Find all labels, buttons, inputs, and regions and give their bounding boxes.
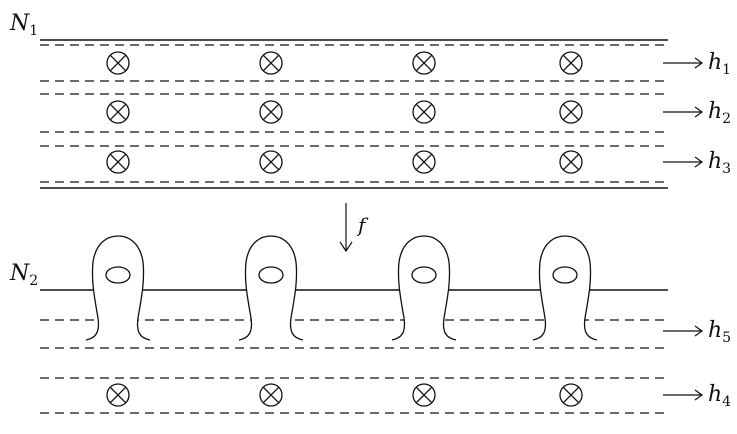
label-h4: h4 bbox=[708, 382, 731, 410]
handle-bump-4 bbox=[533, 236, 597, 340]
layer-h3: h3 bbox=[40, 146, 731, 182]
label-h1: h1 bbox=[708, 50, 731, 78]
puncture-h3-2 bbox=[260, 151, 282, 173]
puncture-h4-2 bbox=[260, 384, 282, 406]
map-label: f bbox=[356, 213, 369, 237]
label-h2: h2 bbox=[708, 99, 731, 127]
handle-bump-2 bbox=[239, 236, 303, 340]
puncture-h1-4 bbox=[560, 52, 582, 74]
label-h5: h5 bbox=[708, 318, 731, 346]
label-h3: h3 bbox=[708, 149, 731, 177]
label-n1: N1 bbox=[9, 11, 38, 39]
puncture-h1-2 bbox=[260, 52, 282, 74]
puncture-h2-1 bbox=[107, 101, 129, 123]
map-f: f bbox=[340, 203, 369, 251]
puncture-h4-1 bbox=[107, 384, 129, 406]
handle-bump-1 bbox=[86, 236, 150, 340]
layer-h2: h2 bbox=[40, 94, 731, 132]
puncture-h1-3 bbox=[413, 52, 435, 74]
puncture-h2-3 bbox=[413, 101, 435, 123]
puncture-h3-1 bbox=[107, 151, 129, 173]
puncture-h3-3 bbox=[413, 151, 435, 173]
puncture-h2-4 bbox=[560, 101, 582, 123]
layer-h1: h1 bbox=[40, 45, 731, 81]
handle-bump-3 bbox=[392, 236, 456, 340]
label-n2: N2 bbox=[9, 261, 38, 289]
puncture-h3-4 bbox=[560, 151, 582, 173]
puncture-h4-3 bbox=[413, 384, 435, 406]
puncture-h4-4 bbox=[560, 384, 582, 406]
layer-h4: h4 bbox=[40, 378, 731, 413]
puncture-h1-1 bbox=[107, 52, 129, 74]
puncture-h2-2 bbox=[260, 101, 282, 123]
